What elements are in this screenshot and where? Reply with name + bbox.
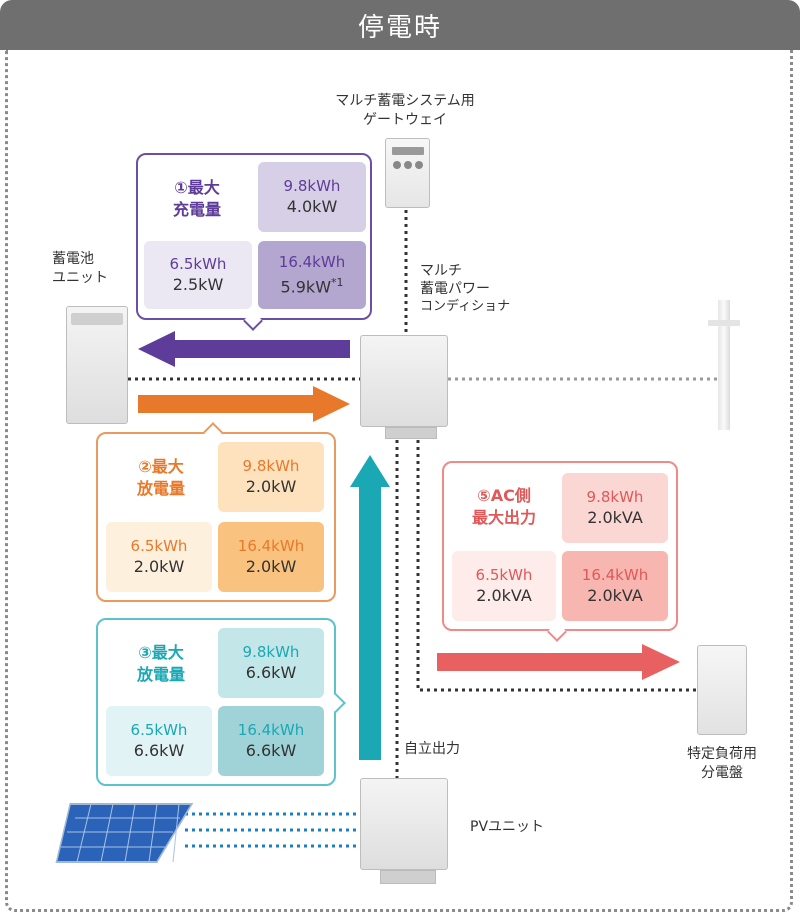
arrow-pv (350, 455, 390, 760)
pv-cell-9-8: 9.8kWh 6.6kW (218, 628, 324, 698)
conditioner-label: マルチ蓄電パワーコンディショナ (420, 263, 511, 314)
discharge-title: ②最大放電量 (136, 457, 185, 498)
ac-title: ⑤AC側最大出力 (471, 486, 536, 527)
charge-title: ①最大充電量 (172, 178, 221, 219)
ac-cell-6-5: 6.5kWh 2.0kVA (452, 551, 556, 621)
charge-card: ①最大充電量 9.8kWh 4.0kW 6.5kWh 2.5kW 16.4kWh… (136, 153, 372, 320)
distribution-panel (697, 645, 747, 735)
ac-card: ⑤AC側最大出力 9.8kWh 2.0kVA 6.5kWh 2.0kVA 16.… (442, 461, 678, 631)
ac-cell-16-4: 16.4kWh 2.0kVA (562, 551, 668, 621)
pv-unit-label: PVユニット (470, 819, 545, 835)
discharge-cell-9-8: 9.8kWh 2.0kW (218, 442, 324, 512)
header-bar: 停電時 (0, 0, 800, 50)
discharge-cell-6-5: 6.5kWh 2.0kW (106, 522, 212, 592)
line-conditioner-distribution (416, 440, 696, 692)
pv-cell-16-4: 16.4kWh 6.6kW (218, 706, 324, 776)
charge-cell-16-4: 16.4kWh 5.9kW*1 (258, 241, 366, 309)
arrow-discharge (138, 386, 350, 422)
arrow-ac (437, 644, 680, 680)
ac-cell-9-8: 9.8kWh 2.0kVA (562, 473, 668, 543)
gateway-label: マルチ蓄電システム用ゲートウェイ (335, 93, 475, 128)
self-output-label: 自立出力 (404, 741, 460, 757)
page-title: 停電時 (357, 12, 442, 43)
battery-unit (66, 306, 128, 424)
solar-panel (55, 803, 194, 863)
pv-unit (360, 778, 448, 870)
charge-footnote: *1 (331, 275, 344, 289)
discharge-card: ②最大放電量 9.8kWh 2.0kW 6.5kWh 2.0kW 16.4kWh… (96, 432, 336, 602)
pv-title: ③最大放電量 (136, 643, 185, 684)
arrow-charge (138, 331, 350, 367)
distribution-label: 特定負荷用分電盤 (687, 746, 757, 781)
power-conditioner (360, 335, 448, 427)
pv-cell-6-5: 6.5kWh 6.6kW (106, 706, 212, 776)
discharge-cell-16-4: 16.4kWh 2.0kW (218, 522, 324, 592)
pv-unit-base (380, 870, 436, 884)
pv-card: ③最大放電量 9.8kWh 6.6kW 6.5kWh 6.6kW 16.4kWh… (96, 618, 336, 786)
diagram-frame (5, 50, 793, 912)
gateway-device (385, 138, 430, 208)
utility-pole-arm (708, 320, 740, 326)
charge-cell-6-5: 6.5kWh 2.5kW (144, 241, 252, 309)
utility-pole (718, 300, 730, 430)
battery-label: 蓄電池ユニット (52, 251, 108, 286)
power-conditioner-base (385, 427, 437, 439)
charge-cell-9-8: 9.8kWh 4.0kW (258, 162, 366, 232)
